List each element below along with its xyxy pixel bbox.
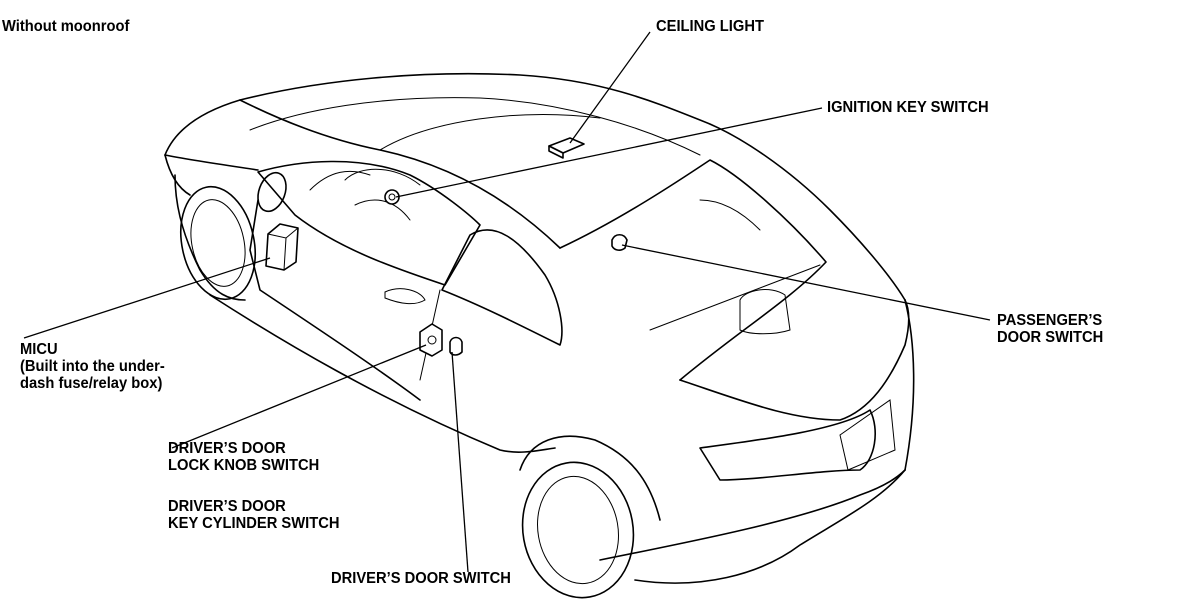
key-cylinder-switch-line-2: KEY CYLINDER SWITCH [168, 515, 340, 532]
variant-label: Without moonroof [2, 18, 130, 35]
micu-line-2: (Built into the under- [20, 358, 165, 375]
micu-label: MICU (Built into the under- dash fuse/re… [20, 341, 165, 392]
key-cylinder-switch-line-1: DRIVER’S DOOR [168, 498, 286, 515]
passengers-door-switch-line-2: DOOR SWITCH [997, 329, 1104, 346]
passengers-door-switch-label: PASSENGER’S DOOR SWITCH [997, 312, 1103, 346]
lock-knob-switch-label: DRIVER’S DOOR LOCK KNOB SWITCH [168, 440, 319, 474]
lock-knob-switch-line-1: DRIVER’S DOOR [168, 440, 286, 457]
micu-part [265, 223, 299, 271]
leader-lines [23, 31, 991, 573]
passengers-door-switch-part [611, 233, 628, 251]
lock-knob-switch-line-2: LOCK KNOB SWITCH [168, 457, 320, 474]
ignition-key-switch-part [384, 189, 400, 205]
drivers-door-switch-label: DRIVER’S DOOR SWITCH [331, 570, 511, 587]
micu-line-1: MICU [20, 341, 58, 358]
micu-line-3: dash fuse/relay box) [20, 375, 163, 392]
passengers-door-switch-line-1: PASSENGER’S [997, 312, 1103, 329]
key-cylinder-switch-label: DRIVER’S DOOR KEY CYLINDER SWITCH [168, 498, 339, 532]
ceiling-light-label: CEILING LIGHT [656, 18, 764, 35]
ceiling-light-part [548, 137, 585, 159]
ignition-key-switch-label: IGNITION KEY SWITCH [827, 99, 989, 116]
lock-knob-switch-part [419, 323, 443, 357]
